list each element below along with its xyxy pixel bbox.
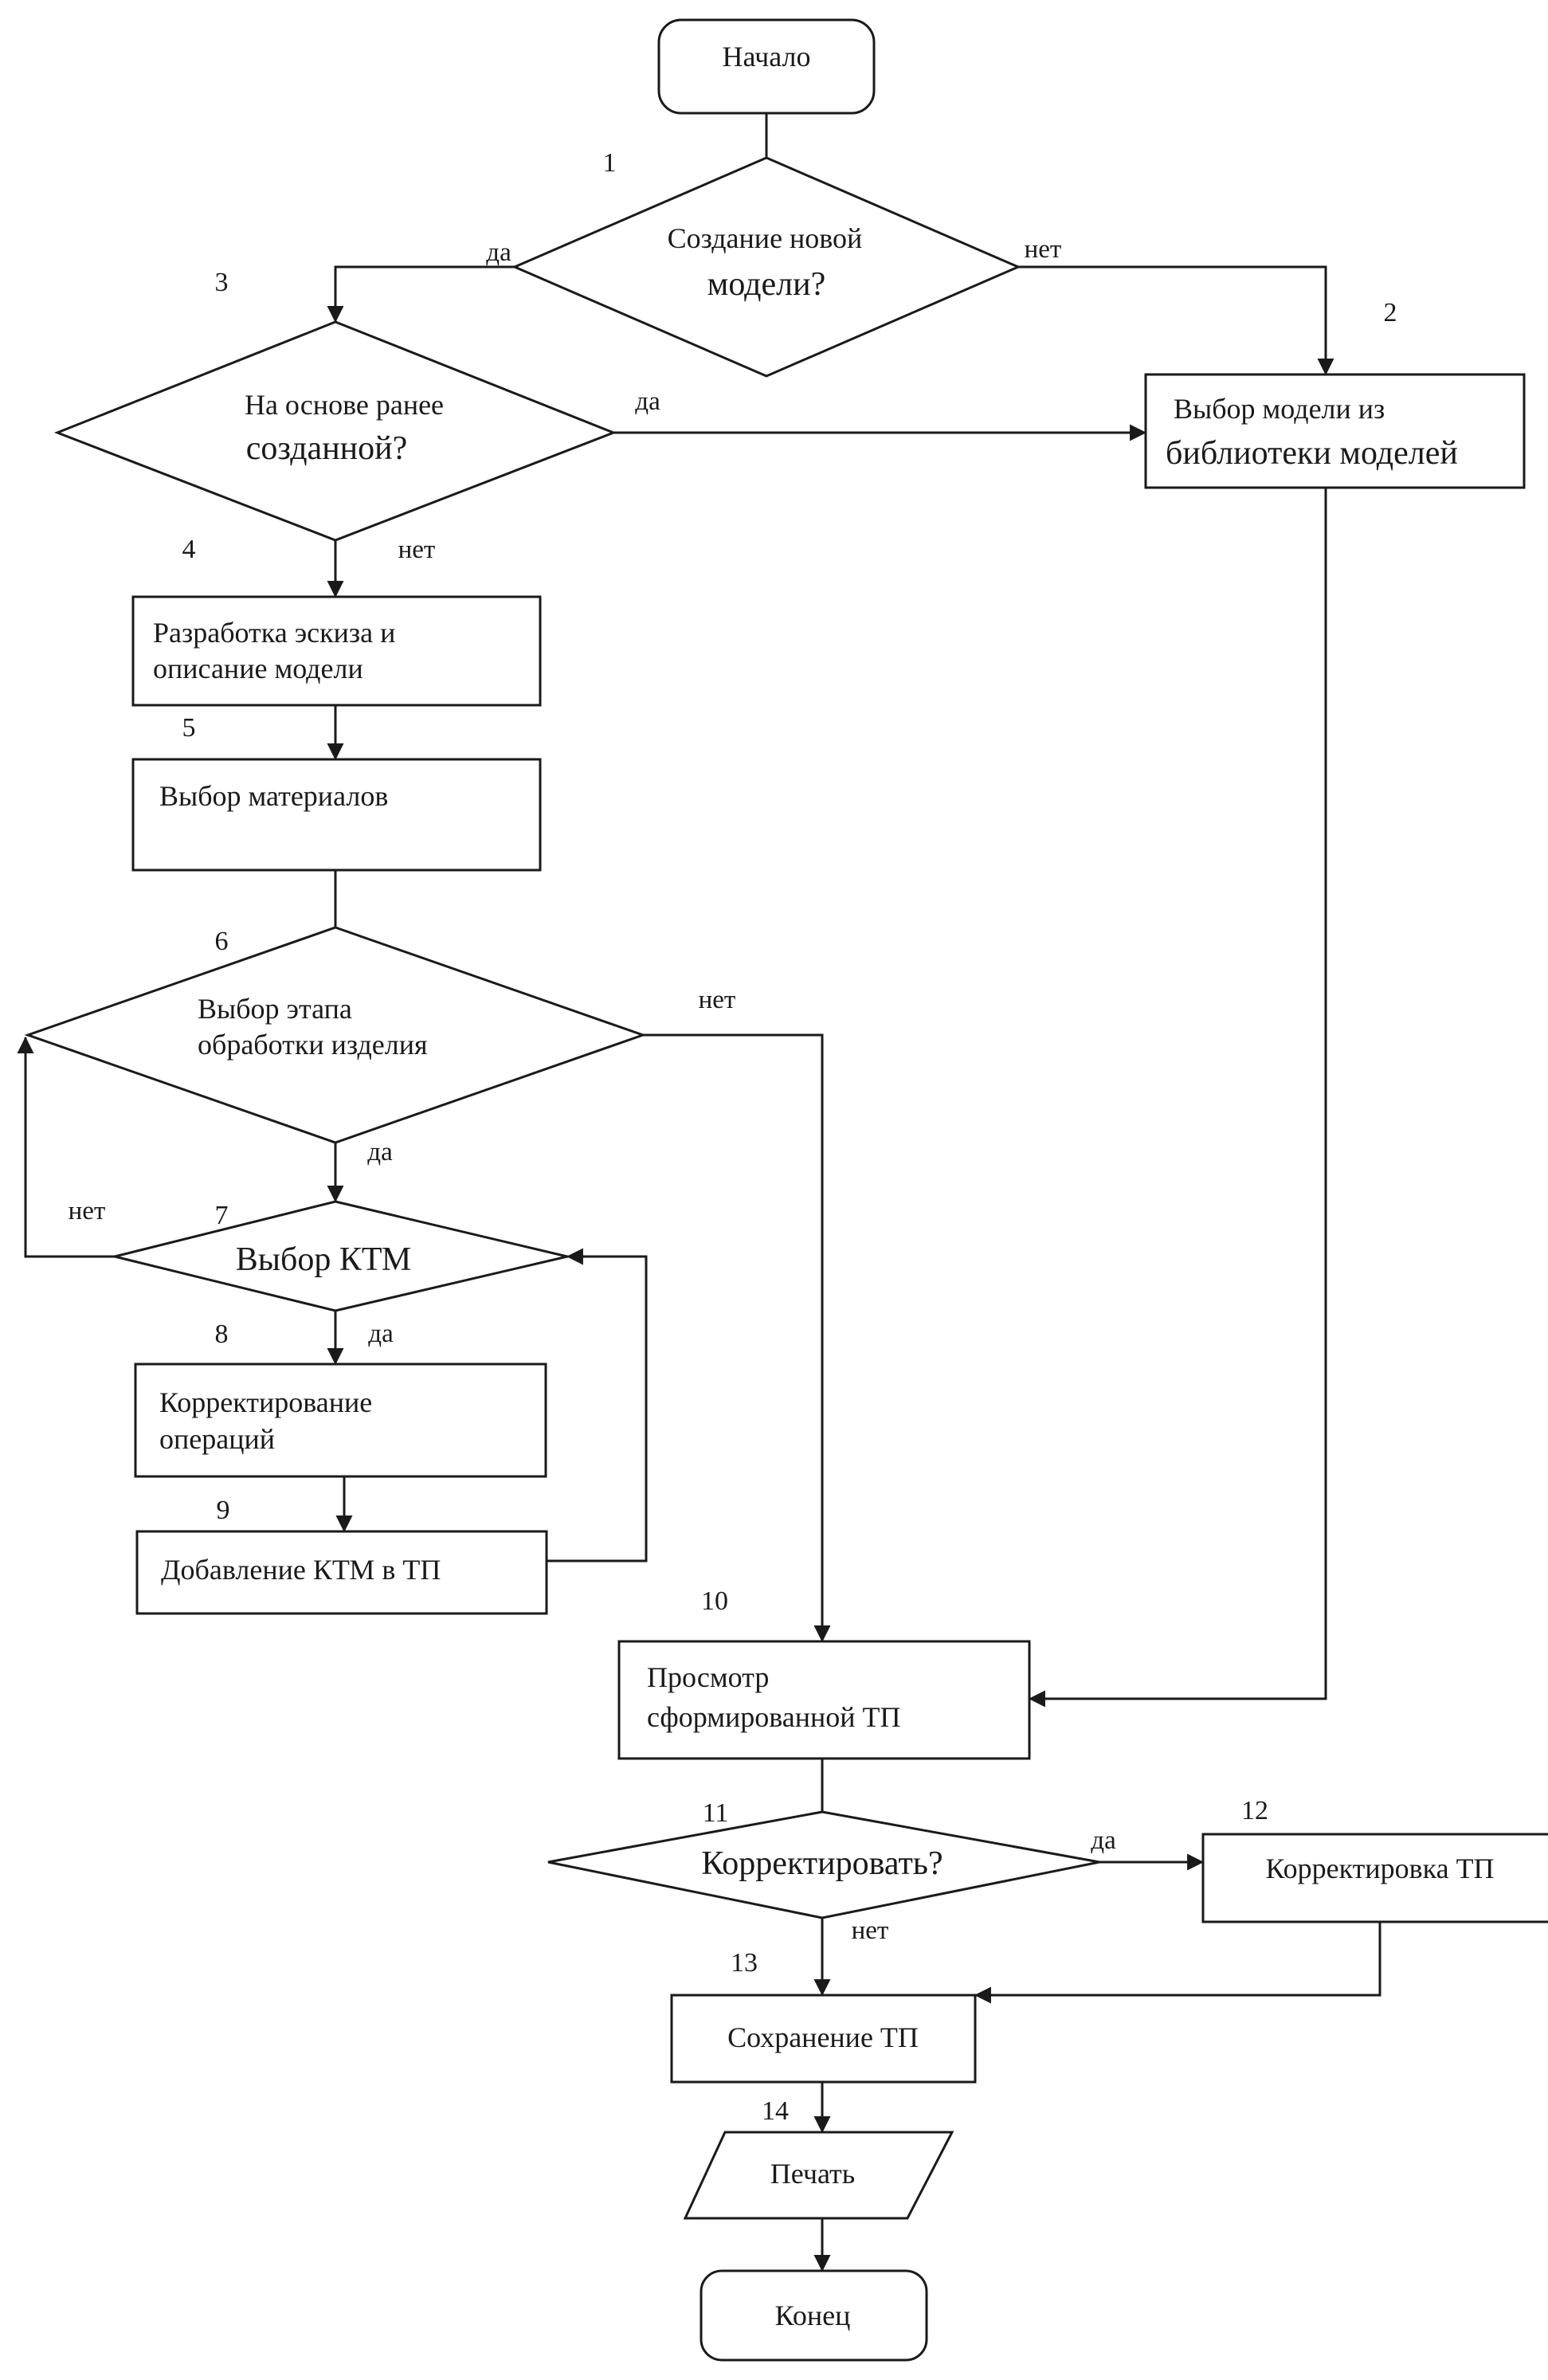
edge-label-d11-yes: да bbox=[1091, 1826, 1116, 1855]
d1-line-2: модели? bbox=[707, 266, 825, 303]
edge-d1-p2 bbox=[1018, 265, 1334, 376]
p4-line-1: Разработка эскиза и bbox=[153, 617, 395, 649]
edge-label-d1-no: нет bbox=[1025, 235, 1062, 264]
node-start bbox=[657, 18, 876, 115]
io14-line-1: Печать bbox=[770, 2158, 855, 2190]
node-p10 bbox=[617, 1640, 1031, 1760]
edge-label-d6-no: нет bbox=[699, 986, 736, 1014]
node-d3 bbox=[53, 320, 617, 542]
step-number-5: 5 bbox=[182, 713, 196, 743]
p4-line-2: описание модели bbox=[153, 653, 363, 684]
step-number-8: 8 bbox=[215, 1319, 229, 1349]
edge-label-d1-yes: да bbox=[486, 238, 511, 267]
step-number-12: 12 bbox=[1241, 1796, 1268, 1825]
edge-label-d3-yes: да bbox=[635, 387, 660, 416]
edge-p12-p13 bbox=[974, 1922, 1381, 2004]
step-number-11: 11 bbox=[703, 1798, 729, 1828]
node-p2 bbox=[1144, 373, 1526, 489]
edge-label-d7-yes: да bbox=[368, 1319, 394, 1348]
node-p12 bbox=[1201, 1833, 1548, 1923]
step-number-9: 9 bbox=[217, 1496, 230, 1525]
p2-line-2: библиотеки моделей bbox=[1166, 435, 1458, 472]
d1-line-1: Создание новой bbox=[668, 222, 863, 254]
p13-line-1: Сохранение ТП bbox=[727, 2021, 919, 2053]
step-numbers: 1 2 3 4 5 6 7 8 9 10 11 12 13 14 bbox=[182, 148, 1397, 2126]
edges bbox=[17, 113, 1381, 2272]
p9-line-1: Добавление КТМ в ТП bbox=[161, 1554, 441, 1586]
edge-label-d7-no: нет bbox=[69, 1197, 106, 1225]
edge-label-d6-yes: да bbox=[367, 1138, 393, 1166]
edge-d7-d6 bbox=[17, 1036, 115, 1258]
step-number-2: 2 bbox=[1384, 298, 1397, 327]
node-end bbox=[700, 2269, 928, 2362]
edge-label-d3-no: нет bbox=[398, 535, 436, 564]
node-d7 bbox=[114, 1200, 568, 1312]
edge-p2-p10 bbox=[1028, 488, 1327, 1708]
p12-line-1: Корректировка ТП bbox=[1265, 1853, 1494, 1884]
step-number-10: 10 bbox=[701, 1586, 728, 1616]
edge-labels: да нет да нет да нет нет да да нет bbox=[69, 235, 1116, 1945]
end-label: Конец bbox=[775, 2300, 851, 2331]
edge-p9-d7 bbox=[547, 1248, 648, 1562]
step-number-13: 13 bbox=[731, 1948, 758, 1978]
p10-line-1: Просмотр bbox=[647, 1661, 769, 1693]
node-d1 bbox=[511, 156, 1021, 378]
step-number-7: 7 bbox=[215, 1201, 229, 1230]
node-d11 bbox=[547, 1810, 1100, 1919]
edge-label-d11-no: нет bbox=[852, 1916, 889, 1945]
p8-line-2: операций bbox=[159, 1423, 275, 1455]
d6-line-1: Выбор этапа bbox=[198, 993, 352, 1025]
p10-line-2: сформированной ТП bbox=[647, 1701, 901, 1733]
d11-line-1: Корректировать? bbox=[701, 1845, 943, 1882]
step-number-6: 6 bbox=[215, 927, 229, 956]
p5-line-1: Выбор материалов bbox=[159, 780, 388, 812]
node-p9 bbox=[135, 1530, 548, 1615]
edge-d6-p10 bbox=[643, 1033, 831, 1643]
d3-line-1: На основе ранее bbox=[245, 389, 444, 421]
d6-line-2: обработки изделия bbox=[198, 1029, 428, 1061]
node-p5 bbox=[131, 758, 542, 872]
node-p4 bbox=[131, 595, 542, 707]
step-number-4: 4 bbox=[182, 535, 196, 564]
nodes bbox=[24, 18, 1548, 2362]
p8-line-1: Корректирование bbox=[159, 1386, 372, 1418]
step-number-1: 1 bbox=[603, 148, 617, 178]
p2-line-1: Выбор модели из bbox=[1174, 393, 1385, 425]
node-texts: Начало Создание новой модели? Выбор моде… bbox=[153, 41, 1495, 2331]
node-io14 bbox=[683, 2131, 954, 2220]
node-d6 bbox=[24, 926, 647, 1144]
step-number-3: 3 bbox=[215, 268, 229, 297]
d7-line-1: Выбор КТМ bbox=[236, 1241, 412, 1278]
edge-d1-d3 bbox=[327, 265, 515, 323]
node-p13 bbox=[670, 1994, 977, 2084]
d3-line-2: созданной? bbox=[246, 430, 408, 467]
start-label: Начало bbox=[723, 41, 811, 73]
node-p8 bbox=[134, 1363, 547, 1478]
step-number-14: 14 bbox=[762, 2096, 789, 2126]
